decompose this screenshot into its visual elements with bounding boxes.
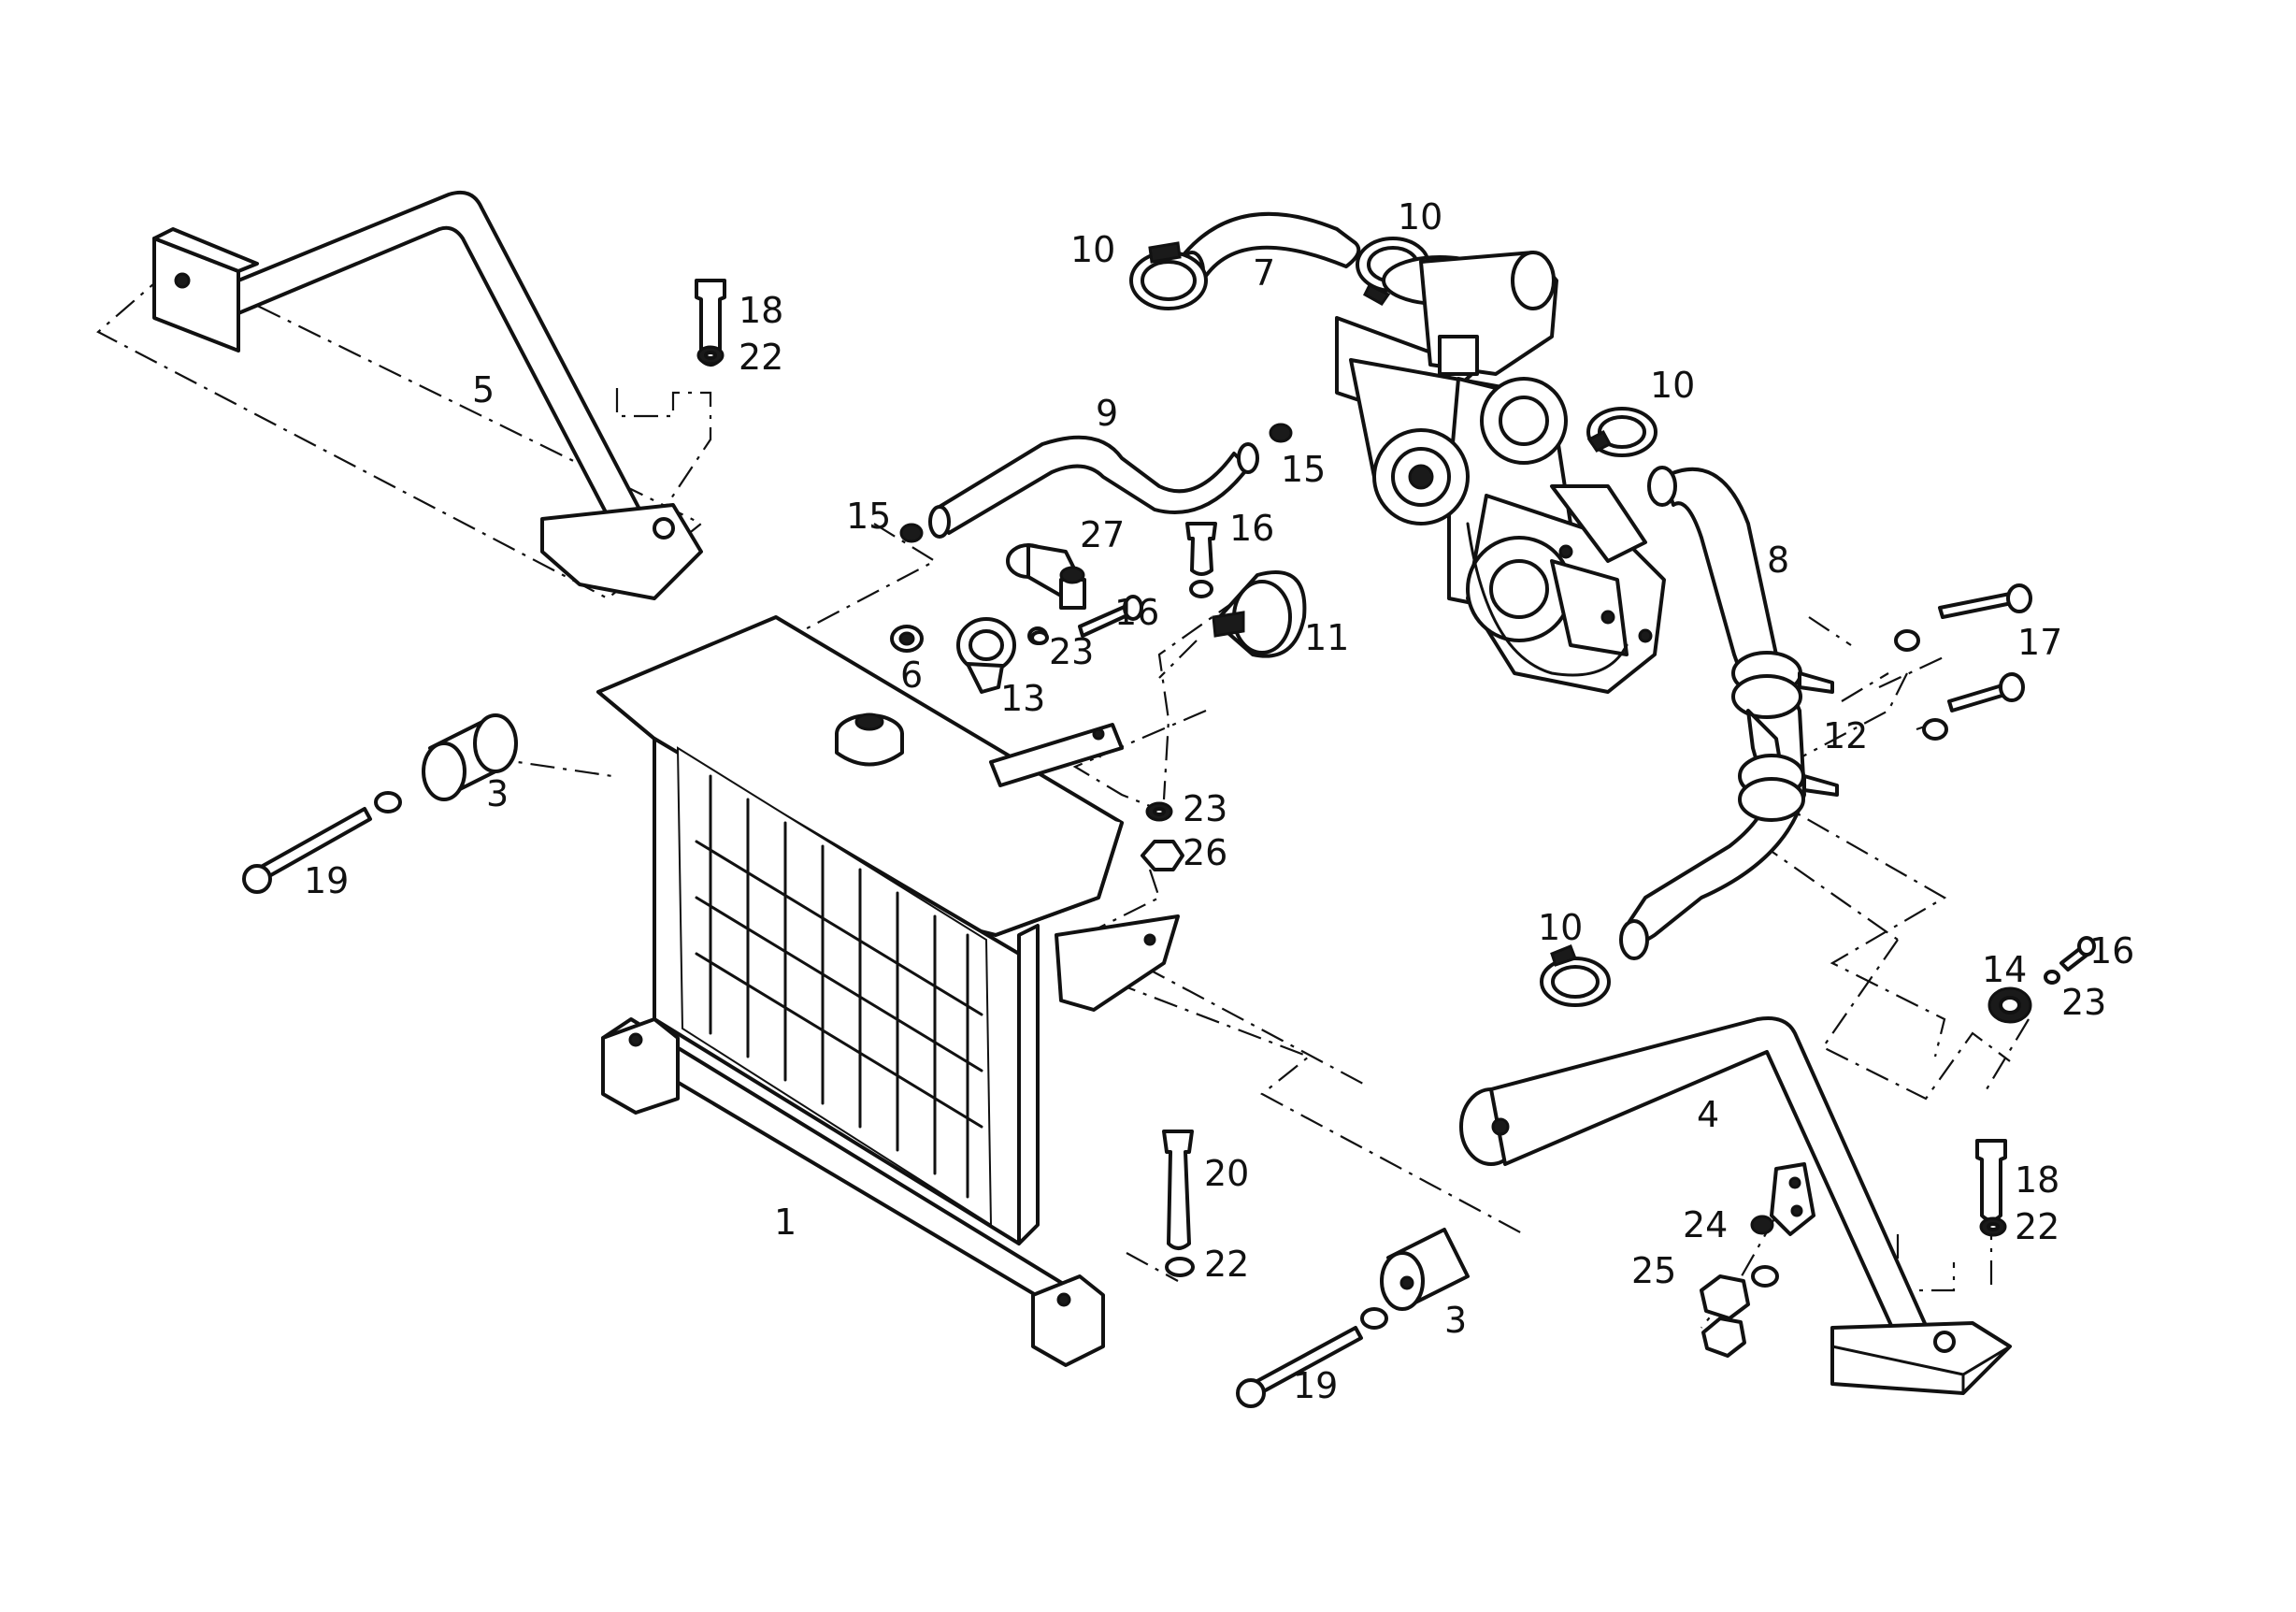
callout-labels: 1 3 3 4 5 6 7 8 9 10 10 10 10 11 12 13 1… — [304, 196, 2134, 1406]
bolts-17 — [1894, 583, 2032, 741]
elbow-fitting — [1006, 543, 1086, 610]
nuts-24-25 — [1700, 1215, 1779, 1358]
rubber-mount-left — [422, 713, 518, 801]
callout-20: 20 — [1204, 1153, 1249, 1194]
callout-24: 24 — [1683, 1204, 1728, 1245]
callout-5: 5 — [472, 369, 495, 410]
callout-4: 4 — [1697, 1094, 1719, 1135]
callout-23-c: 23 — [2061, 982, 2106, 1023]
water-pump-assembly — [1335, 251, 1666, 694]
callout-1: 1 — [774, 1202, 796, 1243]
long-bolt-right — [1236, 1307, 1388, 1408]
callout-13: 13 — [1000, 678, 1045, 719]
callout-27: 27 — [1080, 514, 1125, 555]
hose-breather — [899, 423, 1293, 543]
radiator-filler-cap — [835, 712, 904, 767]
callout-9: 9 — [1096, 393, 1118, 434]
radiator — [596, 615, 1180, 1367]
bolt-16-a — [1078, 595, 1143, 638]
callout-22-a: 22 — [739, 337, 783, 378]
hose-clamp-c — [1586, 407, 1657, 457]
callout-7: 7 — [1253, 252, 1275, 294]
callout-3-left: 3 — [486, 773, 509, 814]
washer-23-mid — [1030, 630, 1049, 645]
callout-3-right: 3 — [1444, 1300, 1467, 1341]
callout-16-a: 16 — [1229, 508, 1274, 549]
callout-10-c: 10 — [1650, 365, 1695, 406]
clip-13 — [956, 617, 1048, 694]
callout-12: 12 — [1823, 715, 1868, 756]
nut-6 — [890, 625, 924, 653]
clip-11 — [1212, 570, 1307, 658]
callout-23-a: 23 — [1049, 631, 1094, 672]
hose-clamp-d — [1540, 944, 1611, 1007]
long-bolt-left — [242, 791, 402, 894]
radiator-grille — [676, 746, 993, 1227]
callout-8: 8 — [1767, 540, 1789, 581]
support-tube-lower — [1459, 1016, 2012, 1395]
nut-23-26 — [1141, 801, 1184, 871]
callout-19-b: 19 — [1293, 1365, 1338, 1406]
callout-22-b: 22 — [1204, 1244, 1249, 1285]
bolt-16-c — [2044, 936, 2096, 985]
callout-15-b: 15 — [1281, 449, 1326, 490]
callout-10-d: 10 — [1538, 907, 1583, 948]
bolt-lower-right — [1975, 1139, 2007, 1237]
bolt-upper-left — [695, 279, 726, 367]
clamp-14 — [1987, 986, 2032, 1024]
callout-16-c: 16 — [2089, 930, 2134, 972]
bolt-16-b — [1185, 522, 1217, 598]
callout-6: 6 — [900, 655, 923, 696]
callout-18-b: 18 — [2015, 1159, 2059, 1201]
callout-11: 11 — [1304, 617, 1349, 658]
hose-clamp-a — [1129, 241, 1208, 310]
callout-14: 14 — [1982, 949, 2027, 990]
callout-17: 17 — [2017, 622, 2062, 663]
callout-15-a: 15 — [846, 496, 891, 537]
callout-10-b: 10 — [1398, 196, 1442, 237]
callout-23-b: 23 — [1183, 788, 1227, 829]
callout-26: 26 — [1183, 832, 1227, 873]
callout-18-a: 18 — [739, 290, 783, 331]
vertical-bolt — [1162, 1130, 1195, 1277]
support-tube-upper — [152, 190, 703, 600]
callout-16-b: 16 — [1114, 592, 1159, 633]
hose-lower — [1619, 466, 1806, 960]
callout-25: 25 — [1631, 1250, 1676, 1291]
callout-10-a: 10 — [1070, 229, 1115, 270]
thermostat-bracket — [1731, 651, 1839, 822]
rubber-mount-right — [1380, 1228, 1470, 1311]
callout-19-a: 19 — [304, 860, 349, 901]
callout-22-c: 22 — [2015, 1206, 2059, 1247]
